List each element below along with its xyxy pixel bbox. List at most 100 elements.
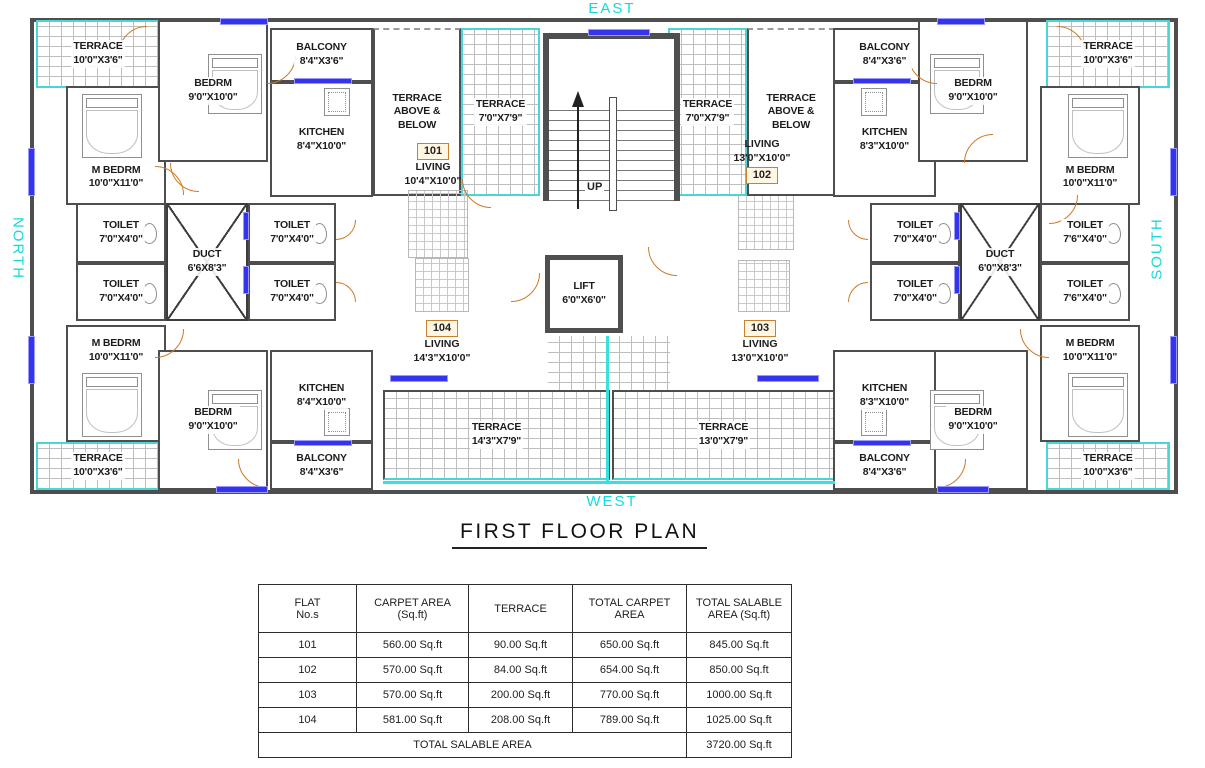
stove-icon [861, 88, 887, 116]
cell-carpet: 570.00 Sq.ft [356, 682, 469, 708]
flat-number-badge: 104 [426, 320, 458, 337]
window-strip [1170, 148, 1177, 196]
stair-rail [609, 97, 617, 211]
flat-number-badge: 101 [417, 143, 449, 160]
window-strip [294, 440, 352, 446]
col-header-salable: TOTAL SALABLE AREA (Sq.ft) [686, 584, 792, 633]
stair-up-label: UP [585, 181, 605, 193]
page-title: FIRST FLOOR PLAN [452, 520, 708, 549]
table-header-row: FLAT No.s CARPET AREA (Sq.ft) TERRACE TO… [258, 584, 792, 633]
window-strip [937, 486, 989, 493]
cell-carpet: 570.00 Sq.ft [356, 657, 469, 683]
window-strip [294, 78, 352, 84]
table-row-103: 103 570.00 Sq.ft 200.00 Sq.ft 770.00 Sq.… [258, 682, 792, 708]
table-footer-row: TOTAL SALABLE AREA 3720.00 Sq.ft [258, 732, 792, 758]
cell-flat: 101 [258, 632, 357, 658]
window-strip [243, 212, 249, 240]
terrace-divider-line [606, 336, 609, 483]
window-strip [954, 212, 960, 240]
col-header-flat: FLAT No.s [258, 584, 357, 633]
cell-salable: 845.00 Sq.ft [686, 632, 792, 658]
window-strip [757, 375, 819, 382]
stove-icon [324, 88, 350, 116]
table-row-102: 102 570.00 Sq.ft 84.00 Sq.ft 654.00 Sq.f… [258, 657, 792, 683]
cell-total-carpet: 789.00 Sq.ft [572, 707, 687, 733]
window-strip [28, 148, 35, 196]
window-strip [853, 78, 911, 84]
flat-number-badge: 103 [744, 320, 776, 337]
cell-salable: 850.00 Sq.ft [686, 657, 792, 683]
rug-icon [738, 260, 790, 312]
cell-flat: 104 [258, 707, 357, 733]
window-strip [937, 18, 985, 25]
cell-flat: 102 [258, 657, 357, 683]
flat-101-living-label: 101 LIVING 10'4"X10'0" [404, 143, 462, 187]
window-strip [853, 440, 911, 446]
table-row-104: 104 581.00 Sq.ft 208.00 Sq.ft 789.00 Sq.… [258, 707, 792, 733]
window-strip [216, 486, 268, 493]
footer-label: TOTAL SALABLE AREA [258, 732, 687, 758]
cell-carpet: 560.00 Sq.ft [356, 632, 469, 658]
flat-102-living-label: LIVING 13'0"X10'0" 102 [722, 138, 802, 185]
cell-salable: 1000.00 Sq.ft [686, 682, 792, 708]
terrace-edge-line [383, 481, 835, 484]
footer-value: 3720.00 Sq.ft [686, 732, 792, 758]
rug-icon [408, 190, 468, 258]
area-table: FLAT No.s CARPET AREA (Sq.ft) TERRACE TO… [258, 584, 792, 758]
col-header-carpet: CARPET AREA (Sq.ft) [356, 584, 469, 633]
cell-terrace: 84.00 Sq.ft [468, 657, 573, 683]
terrace-strip-center [548, 336, 670, 392]
bed-icon [82, 94, 142, 158]
col-header-terrace: TERRACE [468, 584, 573, 633]
window-strip [220, 18, 268, 25]
cell-flat: 103 [258, 682, 357, 708]
stove-icon [324, 408, 350, 436]
cell-terrace: 200.00 Sq.ft [468, 682, 573, 708]
